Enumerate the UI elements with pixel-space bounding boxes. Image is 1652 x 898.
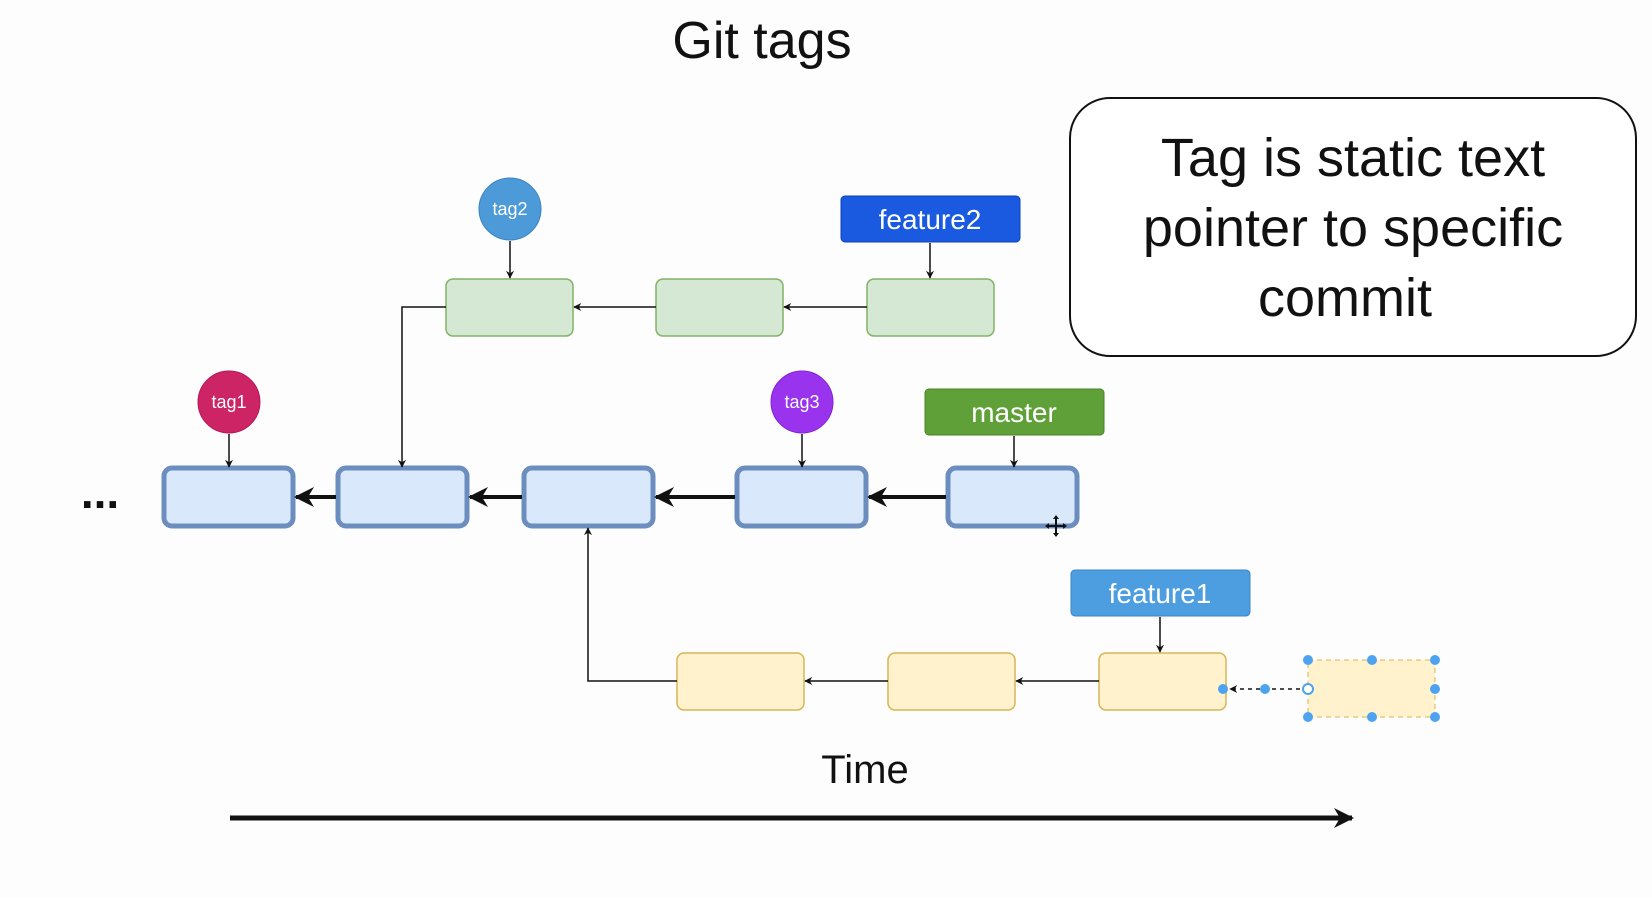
feature1-commit-1[interactable] — [676, 652, 805, 711]
note-line-1: Tag is static text — [1161, 128, 1545, 188]
selection-handles[interactable] — [1218, 655, 1440, 722]
feature1-commits — [676, 652, 1227, 711]
feature1-commit-2[interactable] — [887, 652, 1016, 711]
time-label: Time — [821, 748, 908, 792]
note-line-3: commit — [1258, 268, 1432, 328]
feature1-base-arrow — [584, 527, 677, 682]
tag3-circle[interactable] — [770, 370, 834, 434]
feature2-label: feature2 — [879, 204, 982, 235]
diagram-title: Git tags — [672, 12, 851, 70]
feature2-commit-1[interactable] — [445, 278, 574, 337]
tag2-label: tag2 — [492, 199, 527, 219]
feature1-commit-3[interactable] — [1098, 652, 1227, 711]
master-commit-1[interactable] — [161, 465, 296, 529]
feature2-label-box[interactable] — [840, 195, 1021, 243]
tag-markers: tag1 tag2 tag3 — [197, 177, 834, 468]
tag2-circle[interactable] — [478, 177, 542, 241]
history-ellipsis: ... — [81, 466, 119, 518]
feature1-label-box[interactable] — [1070, 569, 1251, 617]
handle-bottom-left[interactable] — [1303, 712, 1313, 722]
tag1-circle[interactable] — [197, 370, 261, 434]
handle-edge-start[interactable] — [1218, 684, 1228, 694]
handle-middle-right[interactable] — [1430, 684, 1440, 694]
handle-top-middle[interactable] — [1367, 655, 1377, 665]
handle-top-right[interactable] — [1430, 655, 1440, 665]
master-commits — [161, 465, 1080, 529]
note-line-2: pointer to specific — [1143, 198, 1563, 258]
tag1-label: tag1 — [211, 392, 246, 412]
feature2-base-arrow — [398, 306, 446, 468]
tag3-label: tag3 — [784, 392, 819, 412]
master-commit-3[interactable] — [521, 465, 656, 529]
handle-bottom-right[interactable] — [1430, 712, 1440, 722]
master-commit-5[interactable] — [945, 465, 1080, 529]
master-label: master — [971, 397, 1057, 428]
feature2-commit-2[interactable] — [655, 278, 784, 337]
handle-edge-end[interactable] — [1302, 683, 1314, 695]
master-label-box[interactable] — [924, 388, 1105, 436]
feature2-commit-3[interactable] — [866, 278, 995, 337]
move-cursor-icon — [1045, 515, 1067, 537]
feature1-label: feature1 — [1109, 578, 1212, 609]
note-box[interactable] — [1069, 97, 1637, 357]
master-commit-4[interactable] — [734, 465, 869, 529]
handle-bottom-middle[interactable] — [1367, 712, 1377, 722]
branch-labels: feature2 master feature1 — [840, 195, 1251, 653]
feature2-commits — [445, 278, 995, 337]
selected-new-commit[interactable] — [1218, 655, 1440, 722]
new-commit-box[interactable] — [1307, 659, 1436, 718]
master-commit-2[interactable] — [335, 465, 470, 529]
feature2-parent-arrows — [398, 303, 867, 468]
handle-edge-middle[interactable] — [1260, 684, 1270, 694]
handle-top-left[interactable] — [1303, 655, 1313, 665]
feature1-parent-arrows — [584, 527, 1099, 685]
